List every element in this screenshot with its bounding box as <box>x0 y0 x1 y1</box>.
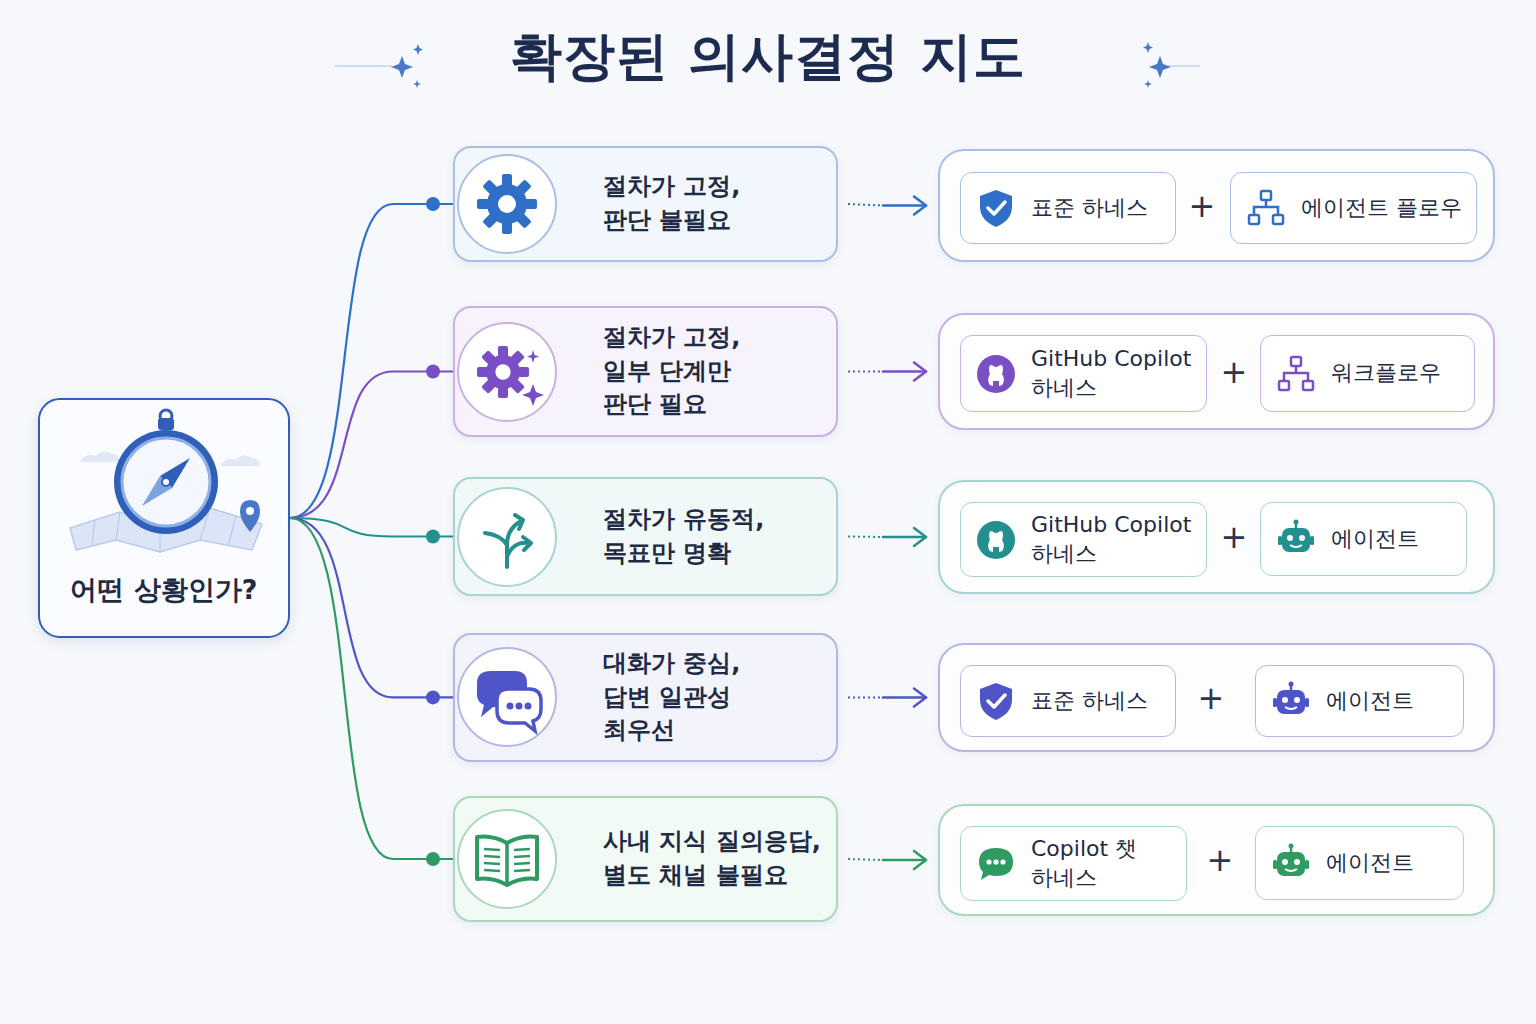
result-box: 워크플로우 <box>1260 335 1475 412</box>
start-box: 어떤 상황인가? <box>38 398 290 638</box>
plus-sign: + <box>1221 353 1248 391</box>
result-icon <box>975 680 1017 722</box>
connector <box>848 689 926 707</box>
node-text: 표준 하네스 <box>1031 194 1148 223</box>
result-icon <box>1270 842 1312 884</box>
node-text: GitHub Copilot 하네스 <box>1031 511 1194 568</box>
result-box: 에이전트 <box>1255 665 1464 737</box>
result-group: GitHub Copilot 하네스 워크플로우 + <box>938 313 1495 430</box>
diagram-title: 확장된 의사결정 지도 <box>0 22 1536 92</box>
connector <box>290 365 453 519</box>
condition-icon <box>457 487 557 587</box>
result-group: GitHub Copilot 하네스 에이전트 + <box>938 480 1495 594</box>
condition-box: 절차가 고정, 판단 불필요 <box>453 146 838 262</box>
result-box: 표준 하네스 <box>960 172 1176 244</box>
node-text: 절차가 고정, 판단 불필요 <box>603 170 778 237</box>
node-text: GitHub Copilot 하네스 <box>1031 345 1194 402</box>
plus-sign: + <box>1207 841 1234 879</box>
connector <box>848 197 926 215</box>
result-icon <box>975 519 1017 561</box>
result-box: 에이전트 <box>1260 502 1467 576</box>
plus-sign: + <box>1189 187 1216 225</box>
result-icon <box>975 187 1017 229</box>
result-icon <box>1275 518 1317 560</box>
plus-sign: + <box>1221 518 1248 556</box>
result-group: Copilot 챗 하네스 에이전트 + <box>938 804 1495 916</box>
result-icon <box>975 353 1017 395</box>
connector <box>848 363 926 381</box>
node-text: 에이전트 <box>1331 525 1419 554</box>
connector <box>290 518 453 866</box>
result-box: 에이전트 <box>1255 826 1464 900</box>
node-text: 에이전트 <box>1326 849 1414 878</box>
connector <box>290 518 453 704</box>
result-group: 표준 하네스 에이전트 플로우 + <box>938 149 1495 262</box>
node-text: 에이전트 플로우 <box>1301 194 1462 223</box>
node-text: 워크플로우 <box>1331 359 1441 388</box>
condition-box: 사내 지식 질의응답, 별도 채널 불필요 <box>453 796 838 922</box>
condition-icon <box>457 809 557 909</box>
node-text: 표준 하네스 <box>1031 687 1148 716</box>
node-text: 절차가 유동적, 목표만 명확 <box>603 503 808 570</box>
sparkle-left <box>335 44 423 88</box>
plus-sign: + <box>1198 679 1225 717</box>
condition-icon <box>457 322 557 422</box>
node-text: 절차가 고정, 일부 단계만 판단 필요 <box>603 321 778 422</box>
result-box: Copilot 챗 하네스 <box>960 826 1187 901</box>
result-icon <box>1270 680 1312 722</box>
result-box: GitHub Copilot 하네스 <box>960 502 1207 577</box>
node-text: 어떤 상황인가? <box>70 572 257 608</box>
sparkle-right <box>1143 42 1200 88</box>
result-icon <box>975 843 1017 885</box>
result-icon <box>1245 187 1287 229</box>
connector <box>848 528 926 546</box>
result-box: 에이전트 플로우 <box>1230 172 1477 244</box>
connector <box>290 197 453 518</box>
node-text: 사내 지식 질의응답, 별도 채널 불필요 <box>603 825 824 892</box>
node-text: Copilot 챗 하네스 <box>1031 835 1174 892</box>
result-icon <box>1275 353 1317 395</box>
condition-icon <box>457 647 557 747</box>
condition-icon <box>457 154 557 254</box>
condition-box: 절차가 고정, 일부 단계만 판단 필요 <box>453 306 838 437</box>
connector <box>848 851 926 869</box>
connector <box>290 518 453 544</box>
node-text: 대화가 중심, 답변 일관성 최우선 <box>603 647 778 748</box>
result-group: 표준 하네스 에이전트 + <box>938 643 1495 752</box>
result-box: GitHub Copilot 하네스 <box>960 335 1207 412</box>
condition-box: 대화가 중심, 답변 일관성 최우선 <box>453 633 838 762</box>
result-box: 표준 하네스 <box>960 665 1176 737</box>
node-text: 에이전트 <box>1326 687 1414 716</box>
condition-box: 절차가 유동적, 목표만 명확 <box>453 477 838 596</box>
